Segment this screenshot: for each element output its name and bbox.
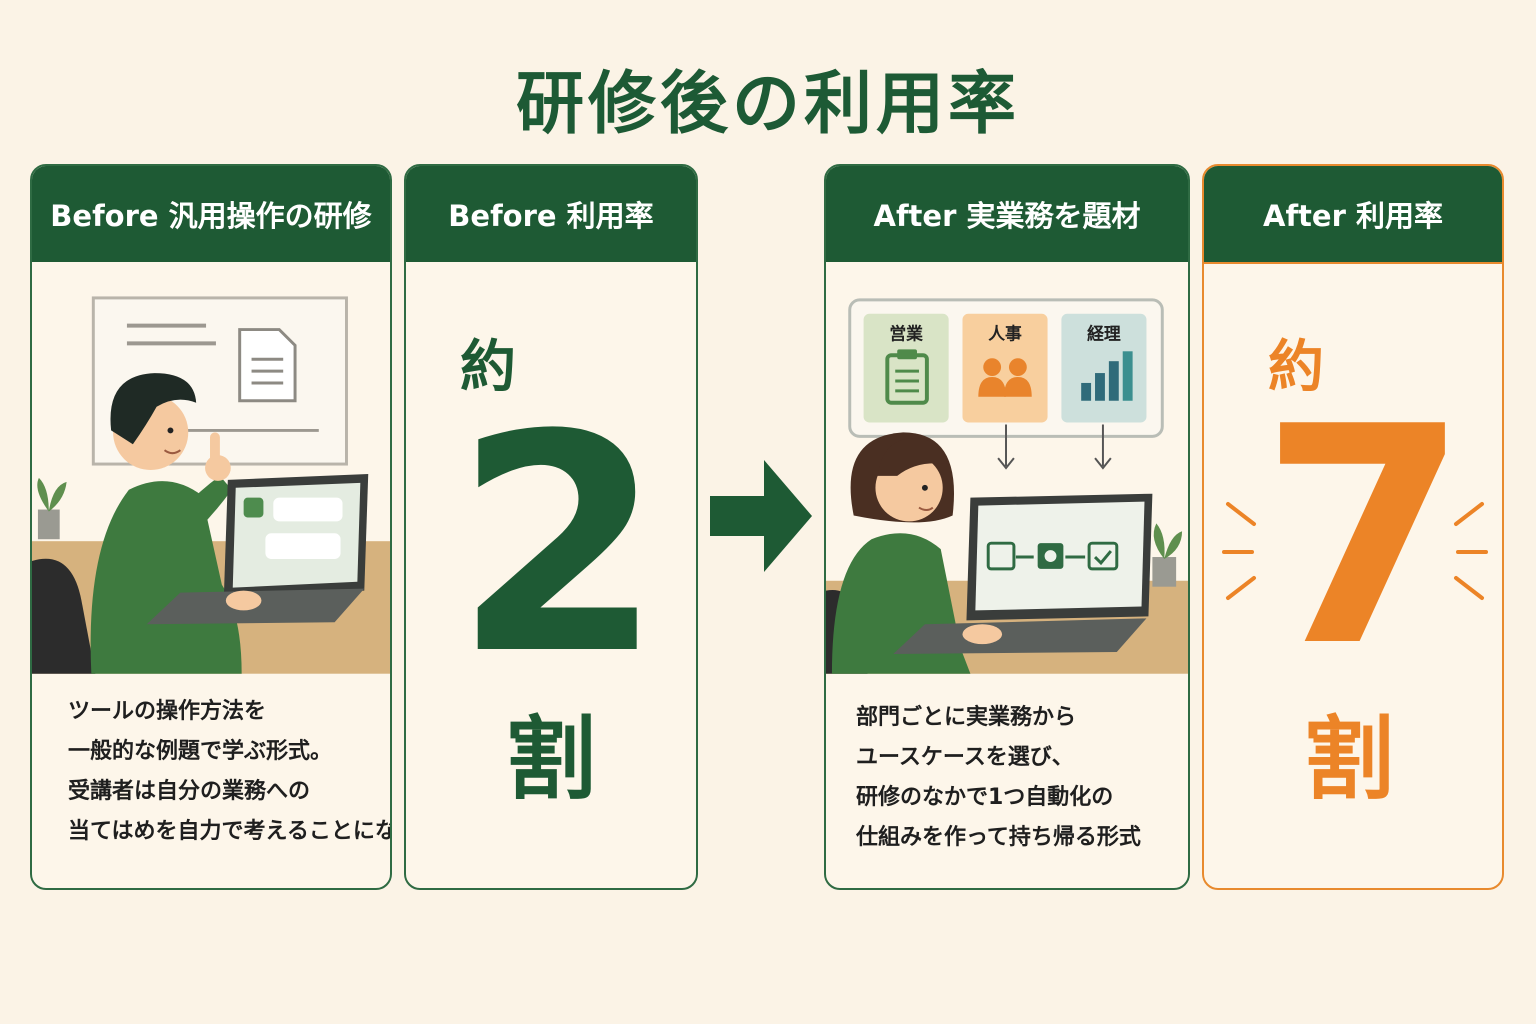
dept-label-accounting: 経理 [1087,323,1121,343]
before-training-header: Before 汎用操作の研修 [32,166,390,262]
before-rate-card: Before 利用率 約 2 割 [404,164,698,890]
page-title: 研修後の利用率 [515,65,1020,144]
description-line: ユースケースを選び、 [856,745,1074,770]
before-rate-header: Before 利用率 [406,166,696,262]
arrow-right-icon [710,460,812,572]
after-training-description: 部門ごとに実業務から ユースケースを選び、 研修のなかで1つ自動化の 仕組みを作… [826,698,1188,858]
description-line: 部門ごとに実業務から [856,705,1077,730]
description-line: 当てはめを自力で考えることになる [68,819,392,844]
after-training-illustration: 営業 人事 経理 [826,298,1188,674]
after-rate-value: 7 [1260,363,1469,712]
bar-chart-icon [1081,351,1133,401]
before-training-card: Before 汎用操作の研修 [30,164,392,890]
people-icon [978,358,1032,397]
clipboard-icon [885,349,929,405]
dept-label-sales: 営業 [889,323,923,343]
after-rate-prefix: 約 [1268,335,1324,400]
description-line: 受講者は自分の業務への [68,779,311,804]
after-rate-header: After 利用率 [1204,166,1502,264]
description-line: ツールの操作方法を [68,699,267,724]
description-line: 一般的な例題で学ぶ形式。 [68,739,333,764]
emphasis-burst-icon [1222,502,1488,600]
after-rate-unit: 割 [1304,707,1394,812]
before-rate-unit: 割 [506,707,596,812]
before-training-illustration [32,296,390,674]
after-training-header: After 実業務を題材 [826,166,1188,262]
before-rate-prefix: 約 [460,335,516,400]
dept-label-hr: 人事 [988,323,1022,343]
before-training-description: ツールの操作方法を 一般的な例題で学ぶ形式。 受講者は自分の業務への 当てはめを… [32,692,390,852]
description-line: 仕組みを作って持ち帰る形式 [856,825,1141,850]
before-rate-value: 2 [454,371,663,720]
after-rate-card: After 利用率 約 7 割 [1202,164,1504,890]
after-training-card: After 実業務を題材 営業 人事 経理 [824,164,1190,890]
description-line: 研修のなかで1つ自動化の [856,785,1114,810]
